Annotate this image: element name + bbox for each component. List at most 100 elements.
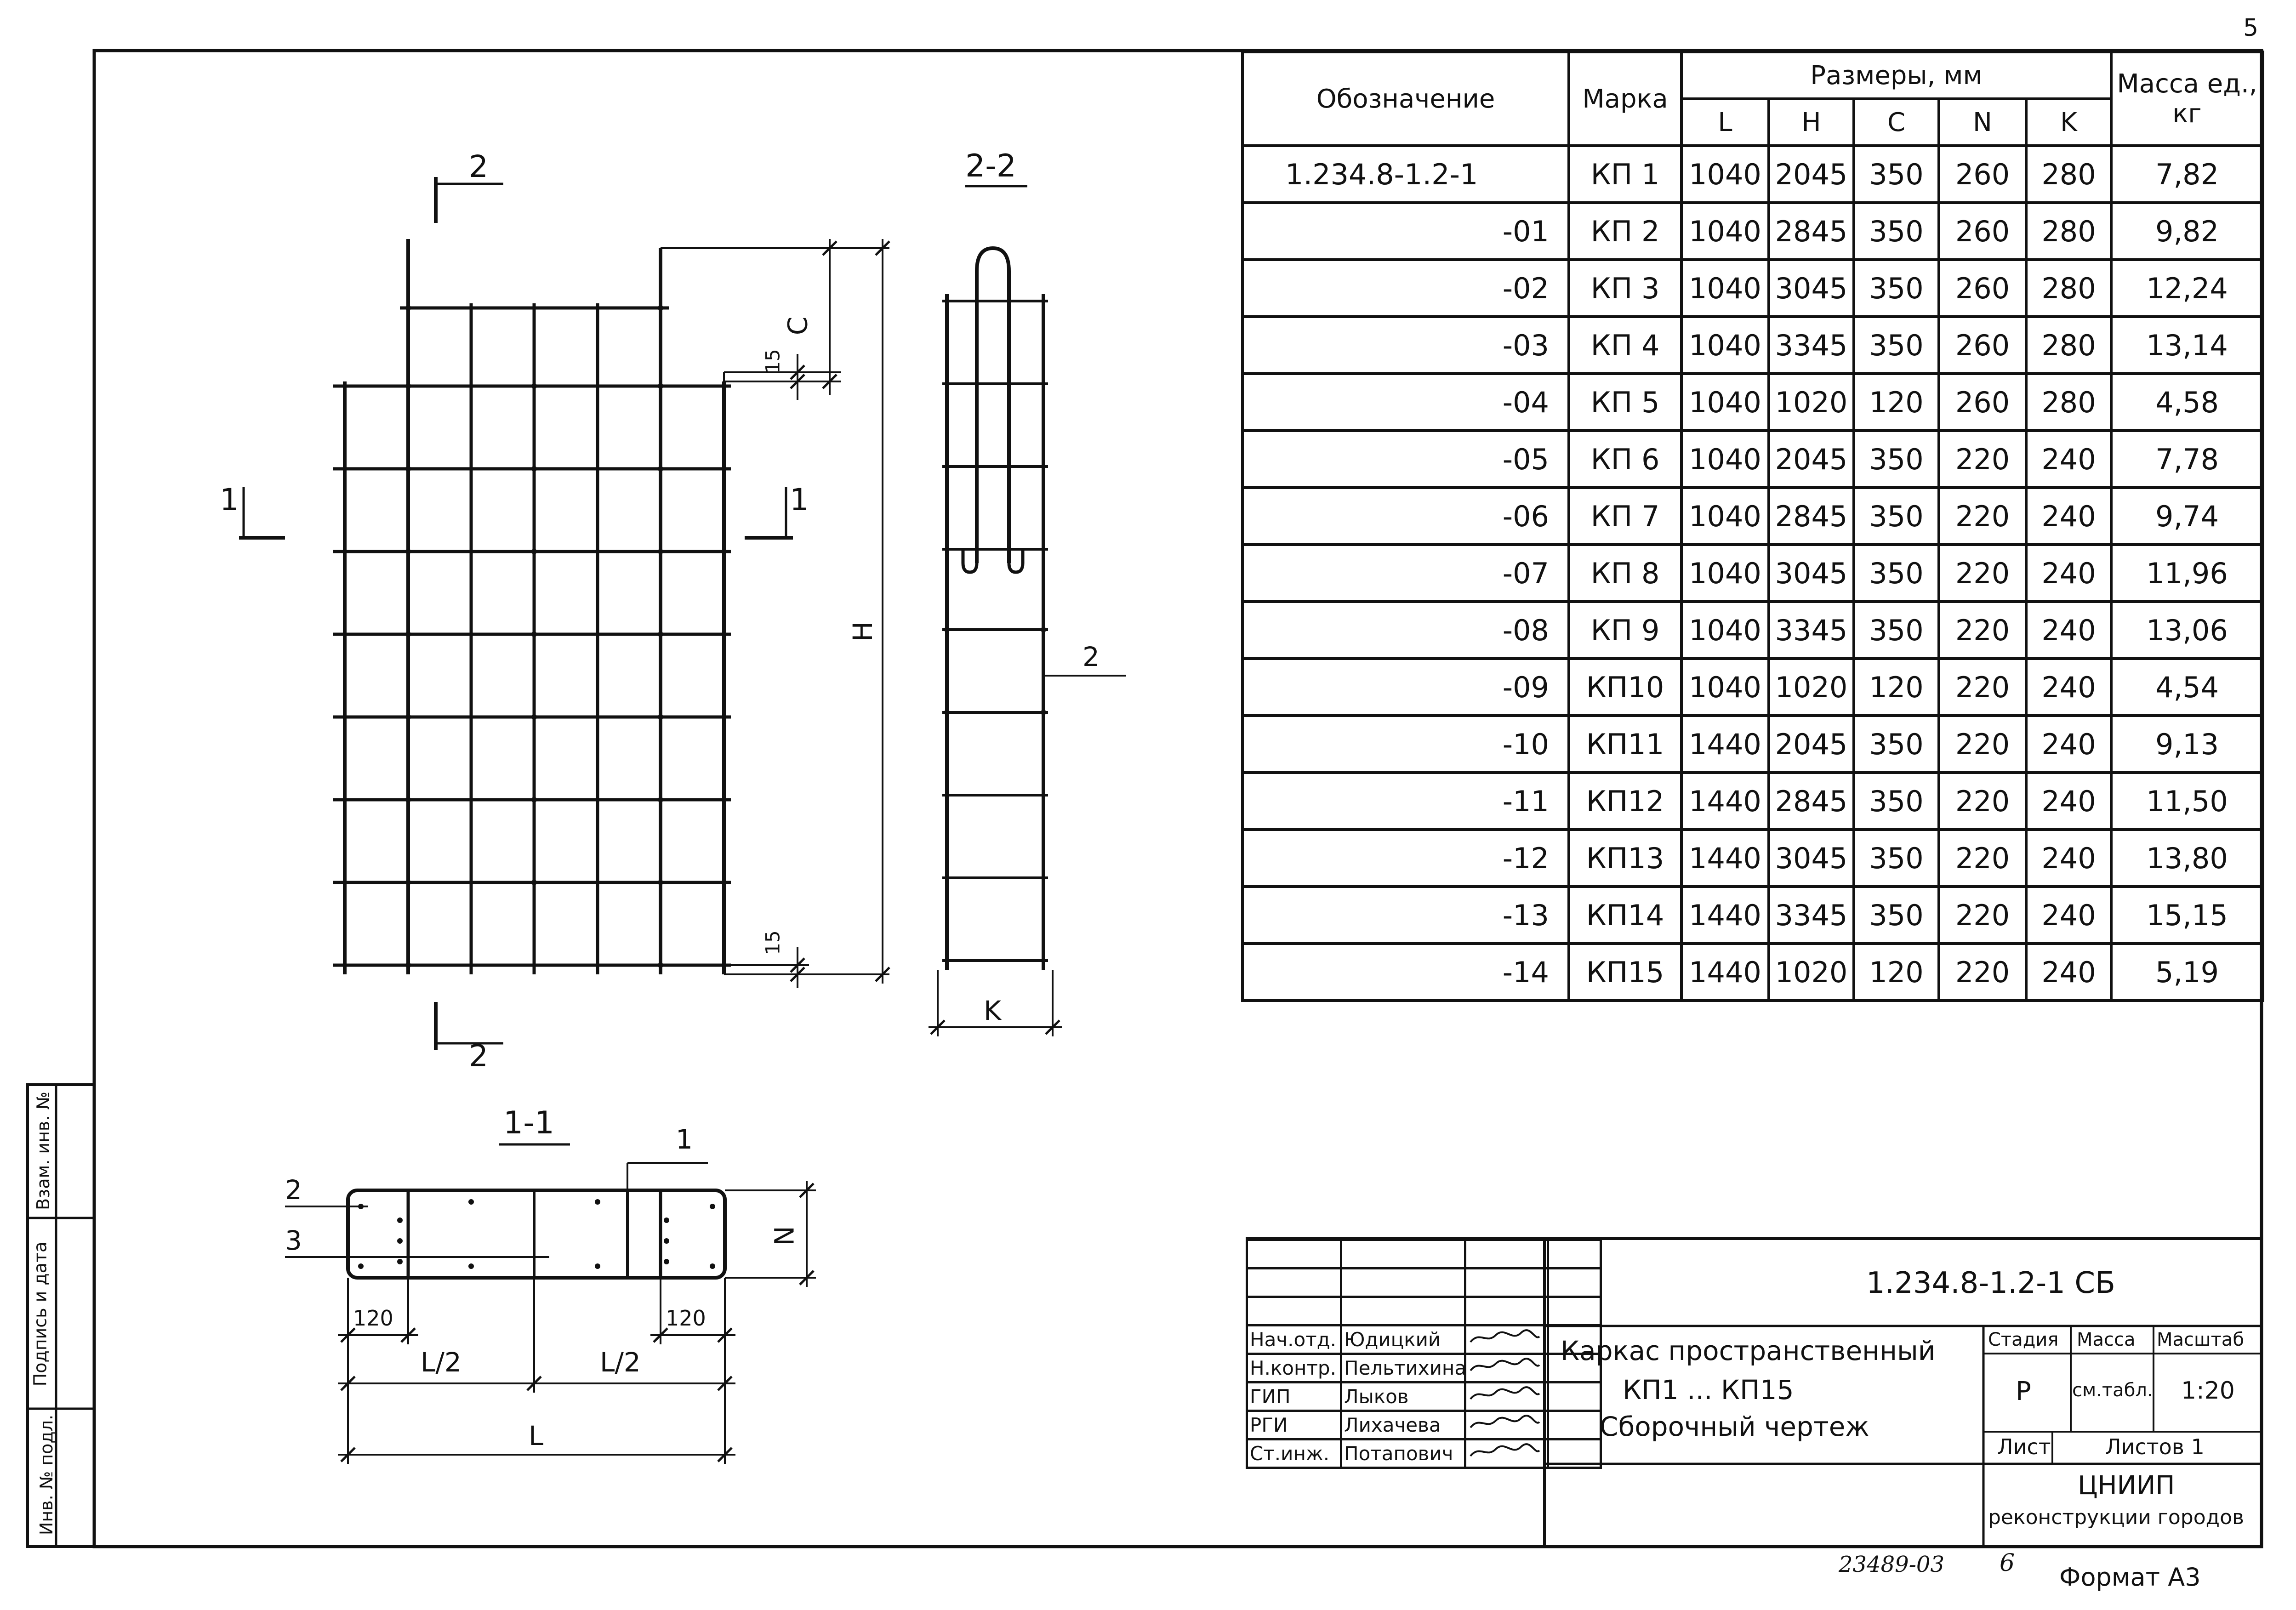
signature-mark [1464, 1438, 1549, 1469]
cell-mass: 9,74 [2110, 486, 2265, 546]
cell-k: 280 [2024, 144, 2113, 204]
sheets-label: Листов 1 [2105, 1434, 2205, 1459]
cell-designation: -07 [1241, 543, 1570, 603]
header-dim-c: C [1852, 97, 1940, 147]
dim-k-label: K [984, 995, 1002, 1026]
cell-mass: 11,50 [2110, 771, 2265, 831]
cut-mark-1-right: 1 [790, 482, 809, 518]
cell-mass: 15,15 [2110, 885, 2265, 945]
dim-120-right: 120 [666, 1306, 706, 1331]
side-stamp-inv-repl: Взам. инв. № [33, 1091, 54, 1211]
format-label: Формат А3 [2059, 1563, 2201, 1592]
cell-mass: 7,82 [2110, 144, 2265, 204]
cell-mass: 13,14 [2110, 315, 2265, 375]
dim-l2-right: L/2 [600, 1347, 641, 1378]
dim-l-label: L [529, 1420, 544, 1451]
cell-mark: КП 2 [1567, 201, 1683, 261]
cell-mass: 4,54 [2110, 657, 2265, 717]
cell-mark: КП 6 [1567, 429, 1683, 489]
cell-k: 240 [2024, 828, 2113, 888]
cell-h: 1020 [1767, 942, 1855, 1002]
cell-mass: 11,96 [2110, 543, 2265, 603]
cell-k: 280 [2024, 201, 2113, 261]
cell-c: 350 [1852, 771, 1940, 831]
header-dim-l: L [1680, 97, 1770, 147]
cell-n: 220 [1937, 771, 2028, 831]
mass-value: см.табл. [2072, 1380, 2153, 1401]
cell-mass: 12,24 [2110, 258, 2265, 318]
dim-120-left: 120 [353, 1306, 393, 1331]
scale-value: 1:20 [2181, 1377, 2235, 1405]
callout-1: 1 [676, 1124, 693, 1155]
cell-c: 350 [1852, 201, 1940, 261]
cell-mark: КП 7 [1567, 486, 1683, 546]
cell-h: 2045 [1767, 714, 1855, 774]
cell-designation: -08 [1241, 600, 1570, 660]
cell-k: 240 [2024, 429, 2113, 489]
mass-label: Масса [2077, 1329, 2136, 1350]
cell-mass: 13,80 [2110, 828, 2265, 888]
cell-l: 1440 [1680, 828, 1770, 888]
cell-designation: -10 [1241, 714, 1570, 774]
signature-mark [1464, 1381, 1549, 1412]
cell-mark: КП11 [1567, 714, 1683, 774]
cell-l: 1040 [1680, 372, 1770, 432]
approval-blank-row [1246, 1296, 1602, 1326]
cell-c: 350 [1852, 486, 1940, 546]
dim-15-top: 15 [761, 349, 784, 374]
sheet-label: Лист [1997, 1434, 2051, 1459]
cell-h: 2845 [1767, 771, 1855, 831]
cell-n: 220 [1937, 429, 2028, 489]
archive-sheet: 6 [2000, 1549, 2015, 1577]
title-line-2: КП1 ... КП15 [1623, 1374, 1794, 1405]
approval-name: Лыков [1340, 1381, 1466, 1412]
stage-value: Р [2016, 1377, 2031, 1406]
cell-h: 1020 [1767, 372, 1855, 432]
cell-mass: 9,82 [2110, 201, 2265, 261]
cell-designation: 1.234.8-1.2-1 [1241, 144, 1570, 204]
cell-n: 220 [1937, 600, 2028, 660]
cell-l: 1440 [1680, 942, 1770, 1002]
cell-designation: -04 [1241, 372, 1570, 432]
cell-designation: -13 [1241, 885, 1570, 945]
callout-2-side: 2 [1082, 641, 1100, 672]
cell-k: 280 [2024, 372, 2113, 432]
dim-h-label: H [847, 621, 878, 642]
cut-mark-1-left: 1 [220, 482, 239, 518]
approval-blank-row [1246, 1267, 1602, 1298]
cell-c: 350 [1852, 714, 1940, 774]
cell-c: 120 [1852, 372, 1940, 432]
scale-label: Масштаб [2157, 1329, 2245, 1350]
cell-l: 1440 [1680, 714, 1770, 774]
cell-k: 280 [2024, 315, 2113, 375]
side-stamp-inv-orig: Инв. № подл. [36, 1414, 57, 1536]
header-dimensions: Размеры, мм [1680, 51, 2113, 100]
cell-n: 220 [1937, 942, 2028, 1002]
title-line-1: Каркас пространственный [1561, 1335, 1936, 1366]
cell-l: 1040 [1680, 600, 1770, 660]
cell-h: 3345 [1767, 885, 1855, 945]
cell-k: 240 [2024, 657, 2113, 717]
approval-role: Н.контр. [1246, 1353, 1342, 1383]
callout-2: 2 [285, 1174, 302, 1206]
header-dim-k: K [2024, 97, 2113, 147]
cell-n: 220 [1937, 657, 2028, 717]
cell-designation: -14 [1241, 942, 1570, 1002]
approval-name: Лихачева [1340, 1410, 1466, 1440]
cell-c: 350 [1852, 828, 1940, 888]
cell-h: 2845 [1767, 201, 1855, 261]
header-mark: Марка [1567, 51, 1683, 147]
approval-role: ГИП [1246, 1381, 1342, 1412]
approval-role: РГИ [1246, 1410, 1342, 1440]
cell-c: 350 [1852, 258, 1940, 318]
cell-n: 220 [1937, 714, 2028, 774]
